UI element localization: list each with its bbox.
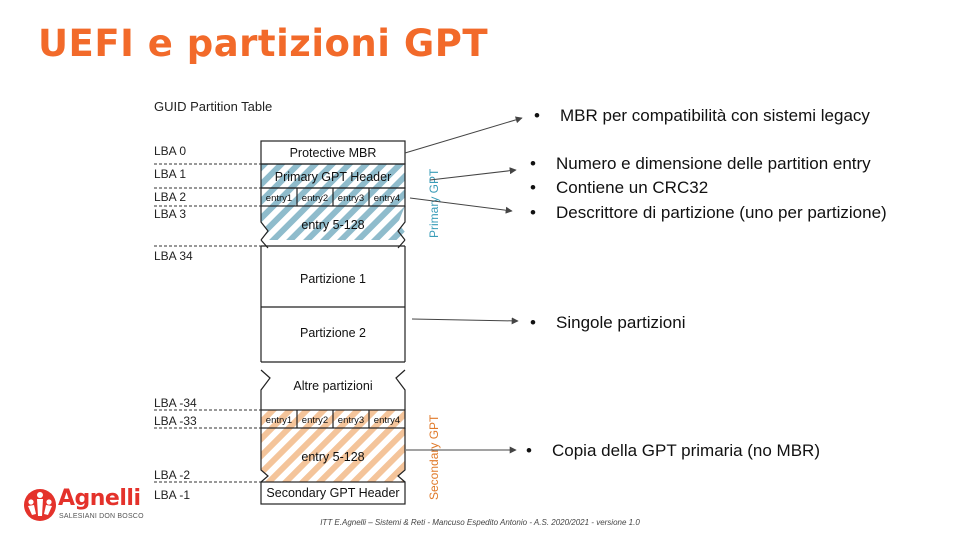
bullet-dot: • <box>530 203 536 222</box>
bullet-crc32: •Contiene un CRC32 <box>530 178 709 197</box>
block-secondary-header <box>260 481 406 505</box>
lba-label-2: LBA 2 <box>154 190 186 204</box>
lba-label-1: LBA 1 <box>154 167 186 181</box>
arrow-entries <box>409 197 513 214</box>
block-primary-rest <box>260 206 406 249</box>
lba-label-0: LBA 0 <box>154 144 186 158</box>
primary-entry-1: entry1 <box>266 193 292 204</box>
bullet-dot: • <box>534 106 540 125</box>
bullet-descriptor: •Descrittore di partizione (uno per part… <box>530 203 887 222</box>
arrow-mbr <box>404 116 523 154</box>
secondary-rest-label: entry 5-128 <box>301 450 364 464</box>
arrow-partitions <box>411 317 519 325</box>
lba-label-3: LBA 3 <box>154 207 186 221</box>
bullet-mbr: •MBR per compatibilità con sistemi legac… <box>534 106 870 125</box>
slide-title: UEFI e partizioni GPT <box>38 22 489 65</box>
partition-1-label: Partizione 1 <box>300 272 366 286</box>
secondary-entry-4: entry4 <box>374 415 400 426</box>
secondary-header-label: Secondary GPT Header <box>266 486 399 500</box>
protective-mbr-label: Protective MBR <box>290 146 377 160</box>
primary-gpt-side-label: Primary GPT <box>427 168 441 238</box>
bullet-dot: • <box>530 313 536 332</box>
primary-header-label: Primary GPT Header <box>275 170 391 184</box>
bullet-dot: • <box>530 154 536 173</box>
secondary-entry-2: entry2 <box>302 415 328 426</box>
logo-name: Agnelli <box>58 486 141 511</box>
lba-label-minus-33: LBA -33 <box>154 414 197 428</box>
logo-tagline: SALESIANI DON BOSCO <box>59 513 144 520</box>
partition-2-label: Partizione 2 <box>300 326 366 340</box>
lba-label-34: LBA 34 <box>154 249 193 263</box>
secondary-gpt-side-label: Secondary GPT <box>427 414 441 500</box>
slide-footer: ITT E.Agnelli – Sistemi & Reti - Mancuso… <box>320 518 640 527</box>
primary-entry-4: entry4 <box>374 193 400 204</box>
bullet-dot: • <box>526 441 532 460</box>
arrow-header <box>429 167 517 181</box>
bullet-partition-entries: •Numero e dimensione delle partition ent… <box>530 154 871 173</box>
bullet-single-partitions: •Singole partizioni <box>530 313 686 332</box>
lba-label-minus-2: LBA -2 <box>154 468 190 482</box>
agnelli-logo-icon <box>24 489 56 521</box>
primary-entry-2: entry2 <box>302 193 328 204</box>
other-partitions-label: Altre partizioni <box>293 379 372 393</box>
secondary-entry-3: entry3 <box>338 415 364 426</box>
lba-label-minus-34: LBA -34 <box>154 396 197 410</box>
block-secondary-rest <box>260 428 406 483</box>
diagram-caption: GUID Partition Table <box>154 99 272 114</box>
bullet-copy: •Copia della GPT primaria (no MBR) <box>526 441 820 460</box>
primary-rest-label: entry 5-128 <box>301 218 364 232</box>
bullet-dot: • <box>530 178 536 197</box>
secondary-entry-1: entry1 <box>266 415 292 426</box>
primary-entry-3: entry3 <box>338 193 364 204</box>
lba-label-minus-1: LBA -1 <box>154 488 190 502</box>
